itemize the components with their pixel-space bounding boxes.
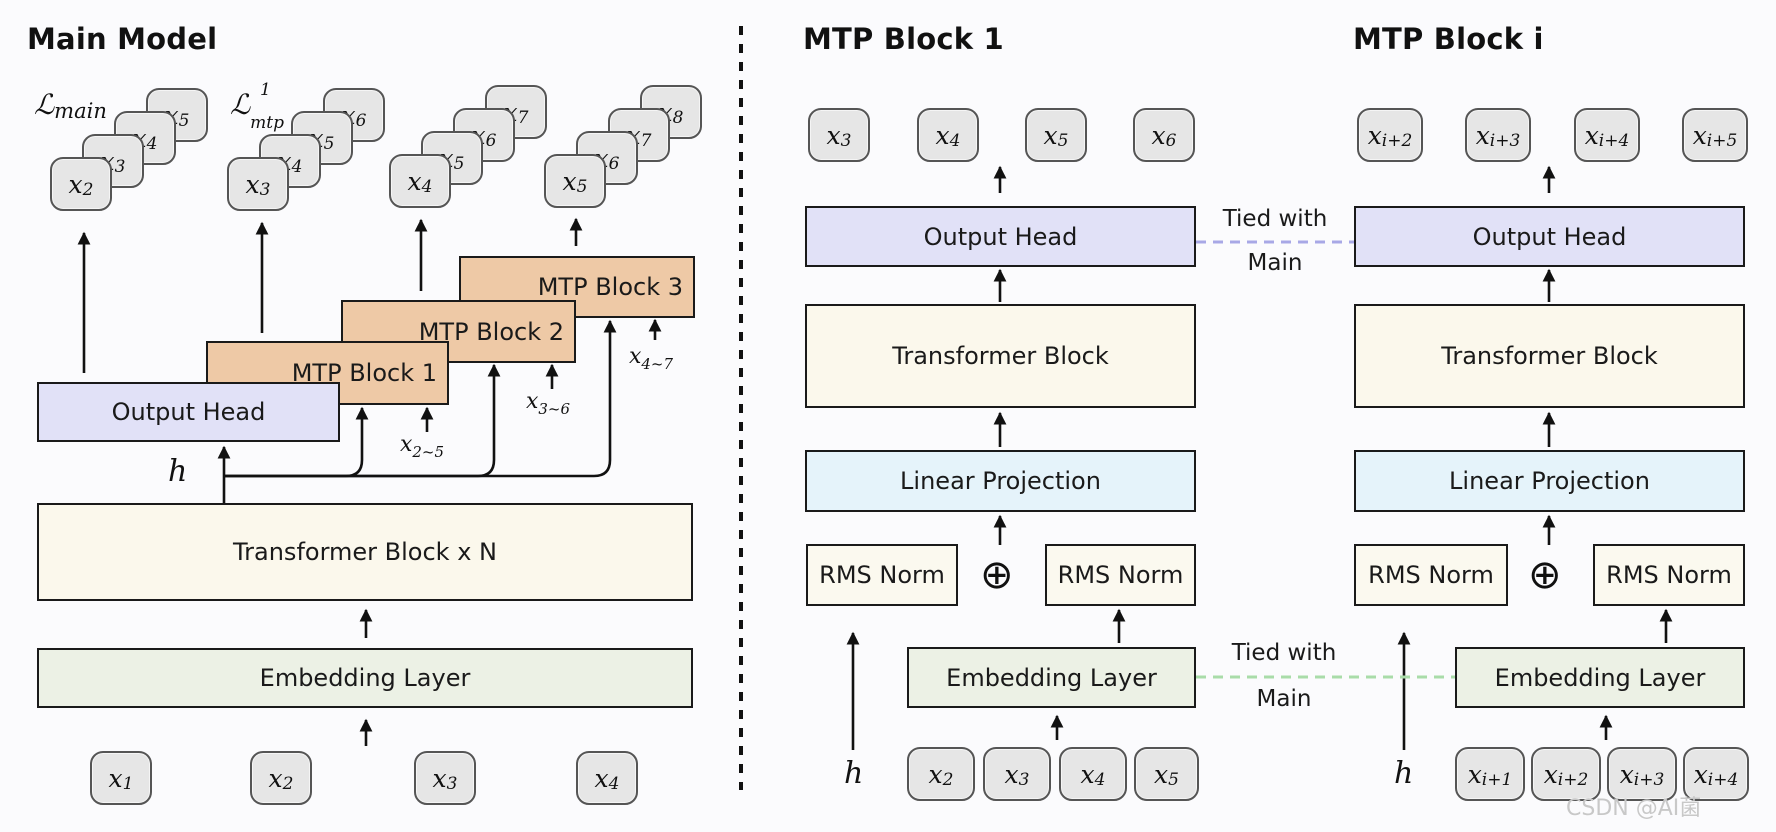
hidden-state-h: h — [168, 454, 188, 489]
side-input-label-1: x2~5 — [400, 432, 444, 461]
watermark: CSDN @AI菌 — [1566, 796, 1702, 821]
transformer-block-main: Transformer Block x N — [37, 503, 693, 601]
title-mtp-block-i: MTP Block i — [1353, 22, 1544, 56]
transformer-block-mtp1: Transformer Block — [805, 304, 1196, 408]
embedding-layer-mtpi: Embedding Layer — [1455, 647, 1745, 708]
title-mtp-block-1: MTP Block 1 — [803, 22, 1004, 56]
linear-projection-mtpi: Linear Projection — [1354, 450, 1745, 512]
tied-label-top-1: Tied with — [1222, 206, 1328, 232]
loss-mtp-label: ℒmtp — [230, 88, 285, 133]
loss-main-label: ℒmain — [34, 88, 107, 124]
rms-norm-right-mtpi: RMS Norm — [1593, 544, 1745, 606]
embedding-layer-mtp1: Embedding Layer — [907, 647, 1196, 708]
linear-projection-mtp1: Linear Projection — [805, 450, 1196, 512]
output-head-mtp1: Output Head — [805, 206, 1196, 267]
tied-label-bottom-1: Tied with — [1231, 640, 1337, 666]
tied-label-top-2: Main — [1247, 250, 1303, 276]
loss-mtp-superscript: 1 — [260, 80, 271, 100]
output-head-mtpi: Output Head — [1354, 206, 1745, 267]
title-main-model: Main Model — [27, 22, 218, 56]
hidden-state-h-mtpi: h — [1394, 756, 1414, 791]
output-head-main: Output Head — [37, 382, 340, 442]
embedding-layer-main: Embedding Layer — [37, 648, 693, 708]
tied-label-bottom-2: Main — [1256, 686, 1312, 712]
transformer-block-mtpi: Transformer Block — [1354, 304, 1745, 408]
rms-norm-left-mtp1: RMS Norm — [806, 544, 958, 606]
mtp-block-2: MTP Block 2 — [341, 300, 576, 363]
hidden-state-h-mtp1: h — [844, 756, 864, 791]
rms-norm-left-mtpi: RMS Norm — [1354, 544, 1508, 606]
rms-norm-right-mtp1: RMS Norm — [1045, 544, 1196, 606]
side-input-label-3: x4~7 — [629, 344, 673, 373]
add-icon: ⊕ — [1528, 552, 1562, 598]
add-icon: ⊕ — [980, 552, 1014, 598]
branch-mtp3 — [224, 319, 617, 478]
side-input-label-2: x3~6 — [526, 389, 570, 418]
